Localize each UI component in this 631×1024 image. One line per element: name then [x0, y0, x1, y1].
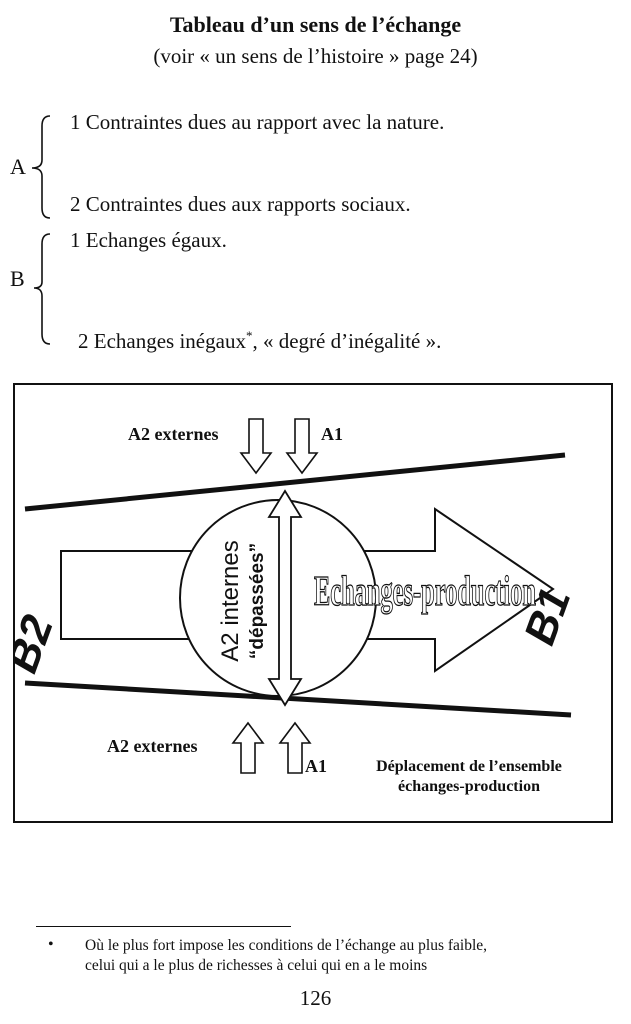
- group-b-brace: [33, 233, 51, 345]
- bottom-a1-up-arrow: [278, 721, 312, 774]
- group-a-letter: A: [10, 154, 26, 179]
- group-a-brace: [31, 115, 51, 219]
- footnote-rule: [36, 926, 291, 927]
- page-title: Tableau d’un sens de l’échange: [169, 12, 462, 37]
- bottom-a2-externes-label: A2 externes: [107, 736, 197, 756]
- bottom-a2-up-arrow: [231, 721, 265, 774]
- footnote-text: Où le plus fort impose les conditions de…: [85, 936, 487, 976]
- top-a2-down-arrow: [239, 418, 273, 475]
- lower-boundary-line: [24, 680, 572, 718]
- bottom-a1-label: A1: [305, 756, 327, 776]
- page-number: 126: [299, 986, 332, 1010]
- group-a-item-1: 1 Contraintes dues au rapport avec la na…: [70, 110, 445, 134]
- top-a1-down-arrow: [285, 418, 319, 475]
- group-b-item-2-suffix: , « degré d’inégalité ».: [252, 329, 442, 353]
- group-a-item-2: 2 Contraintes dues aux rapports sociaux.: [70, 192, 411, 216]
- upper-boundary-line: [24, 452, 566, 512]
- echanges-production-label: Echanges-production: [314, 569, 536, 615]
- exchange-diagram: A2 internes “dépassées” Echanges-product…: [13, 383, 613, 823]
- circle-text-depassees: “dépassées”: [247, 543, 268, 659]
- group-b-item-2-text: 2 Echanges inégaux: [78, 329, 246, 353]
- double-arrow: [267, 489, 303, 707]
- group-b-letter: B: [10, 266, 25, 291]
- page-subtitle: (voir « un sens de l’histoire » page 24): [153, 44, 478, 68]
- top-a2-externes-label: A2 externes: [128, 424, 218, 444]
- caption-line-2: échanges-production: [398, 778, 540, 795]
- caption-line-1: Déplacement de l’ensemble: [376, 758, 562, 775]
- internal-constraints-circle: [179, 499, 377, 697]
- circle-text-internes: A2 internes: [217, 540, 244, 661]
- footnote-line-2: celui qui a le plus de richesses à celui…: [85, 957, 428, 974]
- top-a1-label: A1: [321, 424, 343, 444]
- footnote-line-1: Où le plus fort impose les conditions de…: [85, 937, 488, 954]
- group-b-item-1: 1 Echanges égaux.: [70, 228, 227, 252]
- group-b-item-2: 2 Echanges inégaux*, « degré d’inégalité…: [78, 328, 441, 354]
- footnote-bullet: •: [48, 936, 54, 953]
- footnote-marker: *: [245, 328, 253, 343]
